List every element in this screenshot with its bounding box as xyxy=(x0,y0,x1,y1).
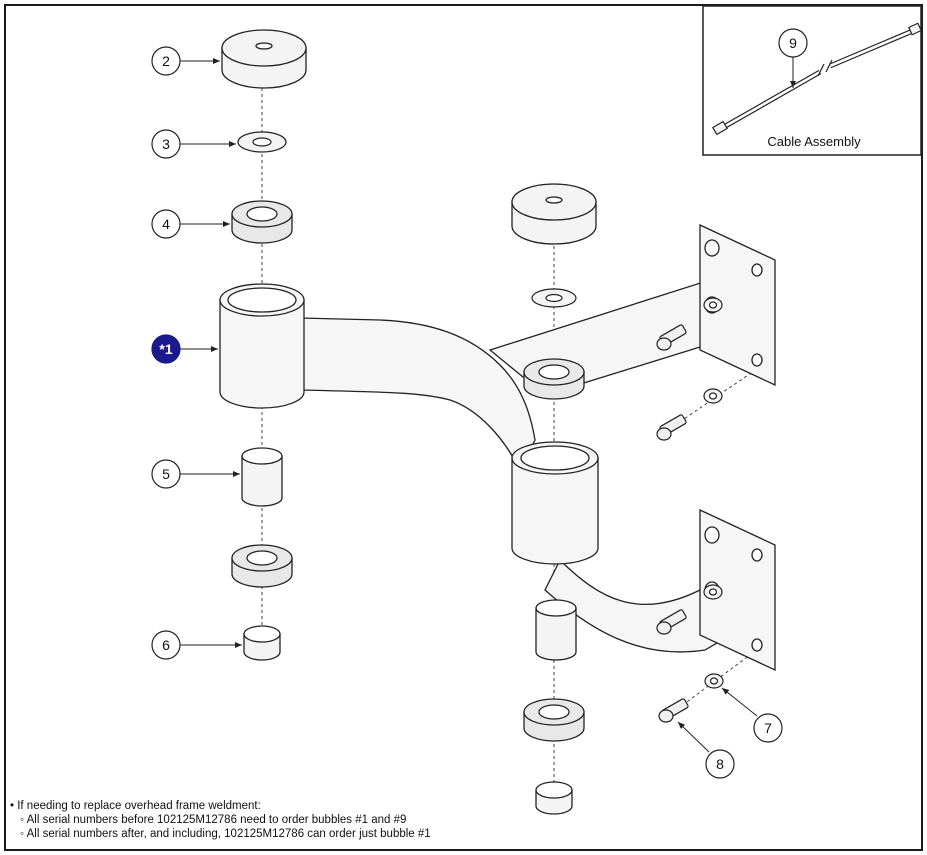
frame-weldment-part xyxy=(219,223,776,672)
cable-assembly-part xyxy=(711,22,923,136)
bearing-part-center-bottom xyxy=(523,698,585,742)
callout-label: *1 xyxy=(159,341,172,357)
callout-bubble-5: 5 xyxy=(151,459,181,489)
callout-bubble-4: 4 xyxy=(151,209,181,239)
callout-label: 6 xyxy=(162,637,170,653)
notes-main: • If needing to replace overhead frame w… xyxy=(10,800,261,812)
callout-label: 9 xyxy=(789,35,797,51)
callout-bubble-2: 2 xyxy=(151,46,181,76)
bearing-part-left-bottom xyxy=(231,544,293,588)
cable-assembly-caption: Cable Assembly xyxy=(767,134,861,149)
callout-bubble-8: 8 xyxy=(705,749,735,779)
bushing-part-left xyxy=(243,625,281,661)
callout-label: 4 xyxy=(162,216,170,232)
callout-label: 2 xyxy=(162,53,170,69)
callout-bubble-3: 3 xyxy=(151,129,181,159)
leader-lines xyxy=(180,57,796,753)
washer-part-left xyxy=(237,131,287,153)
spacer-part-left xyxy=(241,447,283,507)
cable-inset-box xyxy=(702,5,922,156)
callout-bubble-1: *1 xyxy=(151,334,181,364)
bearing-part-left-top xyxy=(231,200,293,244)
cap-part-left xyxy=(221,29,307,89)
callout-label: 7 xyxy=(764,720,772,736)
washer-part-center xyxy=(531,288,577,308)
spacer-part-center xyxy=(535,599,577,661)
callout-bubble-6: 6 xyxy=(151,630,181,660)
callout-label: 8 xyxy=(716,756,724,772)
bolt-parts xyxy=(656,324,689,723)
cap-part-center xyxy=(511,183,597,245)
callout-label: 5 xyxy=(162,466,170,482)
bushing-part-center xyxy=(535,781,573,815)
washer-parts-right xyxy=(703,297,724,689)
notes-item: ◦ All serial numbers after, and includin… xyxy=(20,828,431,840)
drawing-frame xyxy=(4,4,923,851)
replacement-notes: • If needing to replace overhead frame w… xyxy=(10,799,431,841)
bearing-part-center-top xyxy=(523,358,585,400)
callout-bubble-9: 9 xyxy=(778,28,808,58)
callout-label: 3 xyxy=(162,136,170,152)
callout-bubble-7: 7 xyxy=(753,713,783,743)
notes-item: ◦ All serial numbers before 102125M12786… xyxy=(20,814,407,826)
